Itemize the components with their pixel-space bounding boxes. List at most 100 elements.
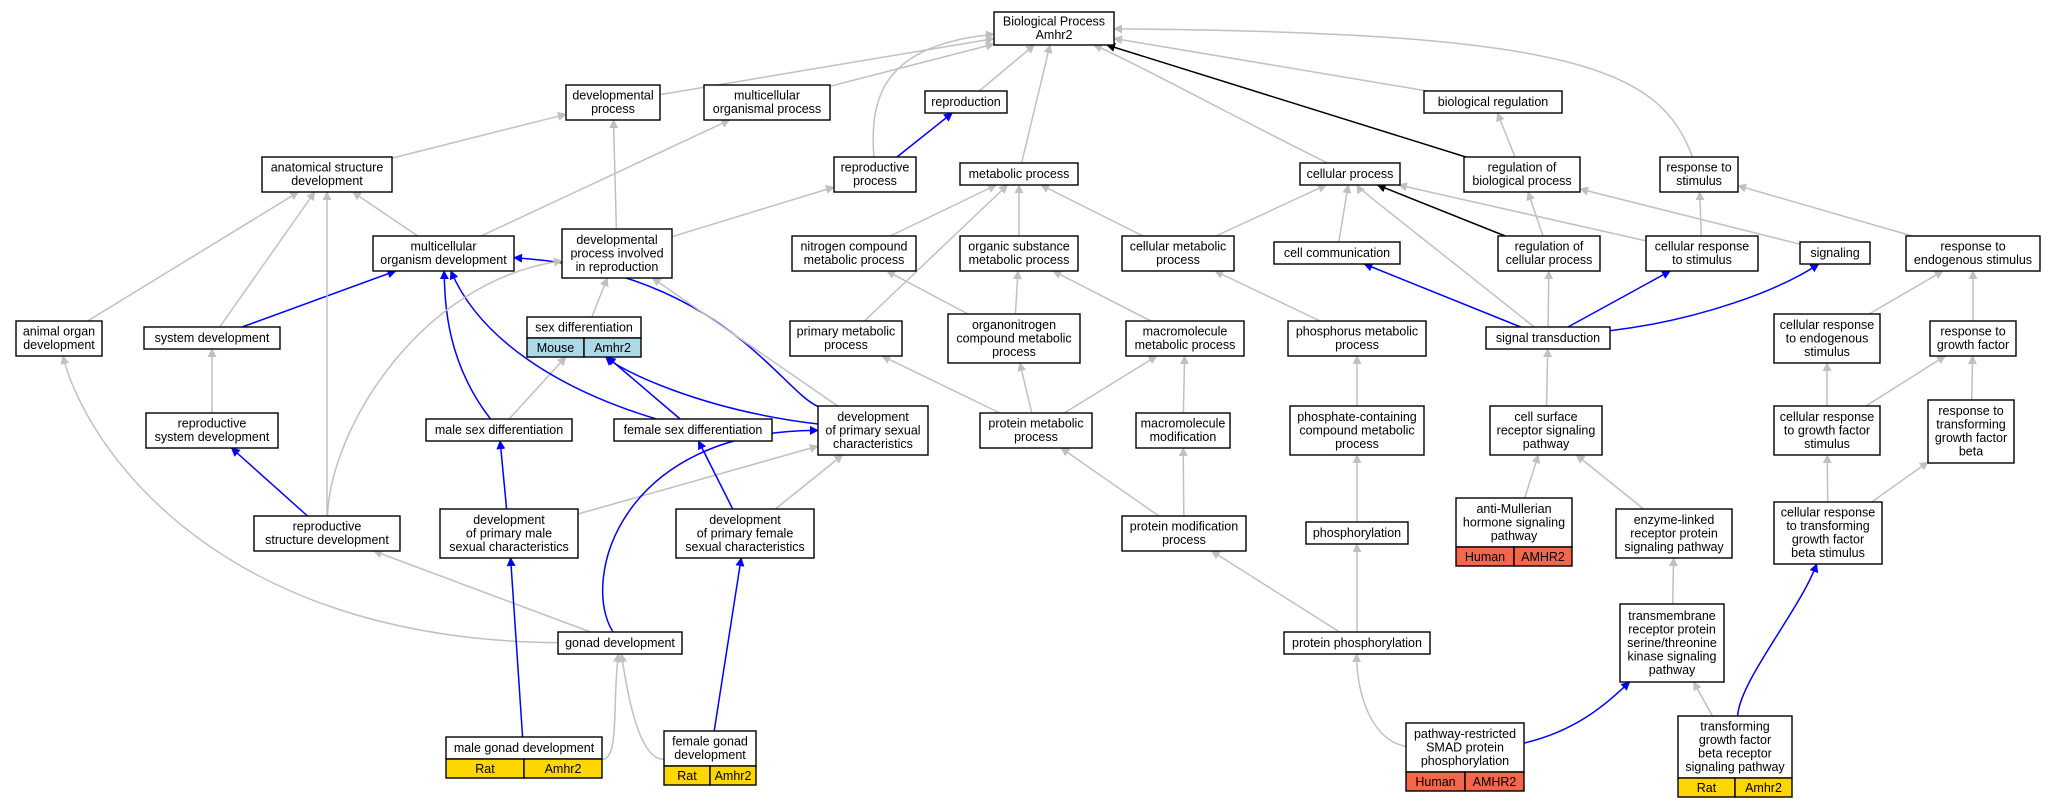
edge-animal-organ-development-to-anatomical-structure-development bbox=[87, 191, 300, 322]
go-term-node[interactable]: cellular process bbox=[1299, 162, 1401, 186]
node-label-line: structure development bbox=[265, 533, 389, 547]
go-term-node[interactable]: reproduction bbox=[924, 90, 1008, 114]
edge-reproductive-process-to-reproduction bbox=[896, 112, 953, 158]
go-term-node[interactable]: female sex differentiation bbox=[613, 418, 773, 442]
node-label-line: gonad development bbox=[565, 636, 675, 650]
node-label-line: development bbox=[837, 410, 909, 424]
node-box bbox=[1455, 497, 1573, 548]
edge-gonad-development-to-reproductive-structure-development bbox=[372, 549, 591, 633]
node-label-line: growth factor bbox=[1699, 733, 1771, 747]
edge-metabolic-process-to-root bbox=[1020, 44, 1053, 164]
node-label-line: response to bbox=[1666, 161, 1731, 175]
go-term-node[interactable]: signaling bbox=[1799, 241, 1871, 265]
node-label-line: metabolic process bbox=[969, 253, 1070, 267]
node-label-line: protein modification bbox=[1130, 520, 1238, 534]
edge-development-of-primary-sexual-characteristics-to-developmental-process-involved-in-reproduction bbox=[651, 277, 839, 407]
node-box bbox=[1927, 399, 2015, 464]
node-box bbox=[1659, 156, 1739, 193]
species-badge-label: Rat bbox=[475, 762, 495, 776]
node-label-line: developmental bbox=[576, 233, 657, 247]
edge-cell-communication-to-cellular-process bbox=[1338, 184, 1352, 243]
node-label-line: cellular process bbox=[1506, 253, 1593, 267]
node-box bbox=[663, 730, 757, 767]
go-term-node[interactable]: phosphorylation bbox=[1305, 521, 1409, 545]
edge-cell-surface-receptor-signaling-pathway-to-signal-transduction bbox=[1543, 348, 1553, 407]
node-label-line: process bbox=[853, 174, 897, 188]
edge-cellular-response-to-stimulus-to-response-to-stimulus bbox=[1695, 191, 1705, 237]
node-label-line: cell communication bbox=[1284, 246, 1390, 260]
edge-response-to-stimulus-to-root bbox=[1113, 24, 1694, 158]
edge-female-gonad-development-to-development-of-primary-female-sexual-characteristics bbox=[713, 557, 745, 732]
edge-gonad-development-to-animal-organ-development bbox=[60, 355, 559, 644]
go-term-node[interactable]: male sex differentiation bbox=[425, 418, 573, 442]
go-term-node[interactable]: cell communication bbox=[1273, 241, 1401, 265]
edge-transforming-growth-factor-beta-receptor-signaling-pathway-to-cellular-response-to-transforming-growth-factor-beta-stimulus bbox=[1736, 563, 1819, 717]
node-box bbox=[1677, 715, 1793, 779]
go-term-node[interactable]: metabolic process bbox=[959, 162, 1079, 186]
edge-reproductive-structure-development-to-reproductive-system-development bbox=[230, 447, 309, 517]
edge-reproductive-process-to-root bbox=[872, 30, 995, 158]
species-badge-label: Amhr2 bbox=[594, 341, 631, 355]
node-label-line: beta receptor bbox=[1698, 747, 1772, 761]
node-box bbox=[1273, 241, 1401, 265]
node-label-line: process bbox=[1156, 253, 1200, 267]
node-label-line: phosphorylation bbox=[1313, 526, 1401, 540]
edge-response-to-transforming-growth-factor-beta-to-response-to-growth-factor bbox=[1967, 355, 1977, 401]
go-term-node[interactable]: protein phosphorylation bbox=[1283, 631, 1431, 655]
edge-biological-regulation-to-root bbox=[1113, 35, 1428, 92]
species-badge bbox=[1464, 771, 1525, 792]
go-term-node[interactable]: gonad development bbox=[557, 631, 683, 655]
node-label-line: process bbox=[1014, 430, 1058, 444]
edge-female-sex-differentiation-to-sex-differentiation bbox=[606, 356, 681, 420]
go-term-node[interactable]: signal transduction bbox=[1485, 326, 1611, 350]
edge-sex-differentiation-to-developmental-process-involved-in-reproduction bbox=[591, 277, 609, 318]
go-term-node[interactable]: biological regulation bbox=[1423, 90, 1563, 114]
go-term-node[interactable]: system development bbox=[143, 326, 281, 350]
node-box bbox=[675, 508, 815, 559]
node-box bbox=[1905, 235, 2041, 272]
